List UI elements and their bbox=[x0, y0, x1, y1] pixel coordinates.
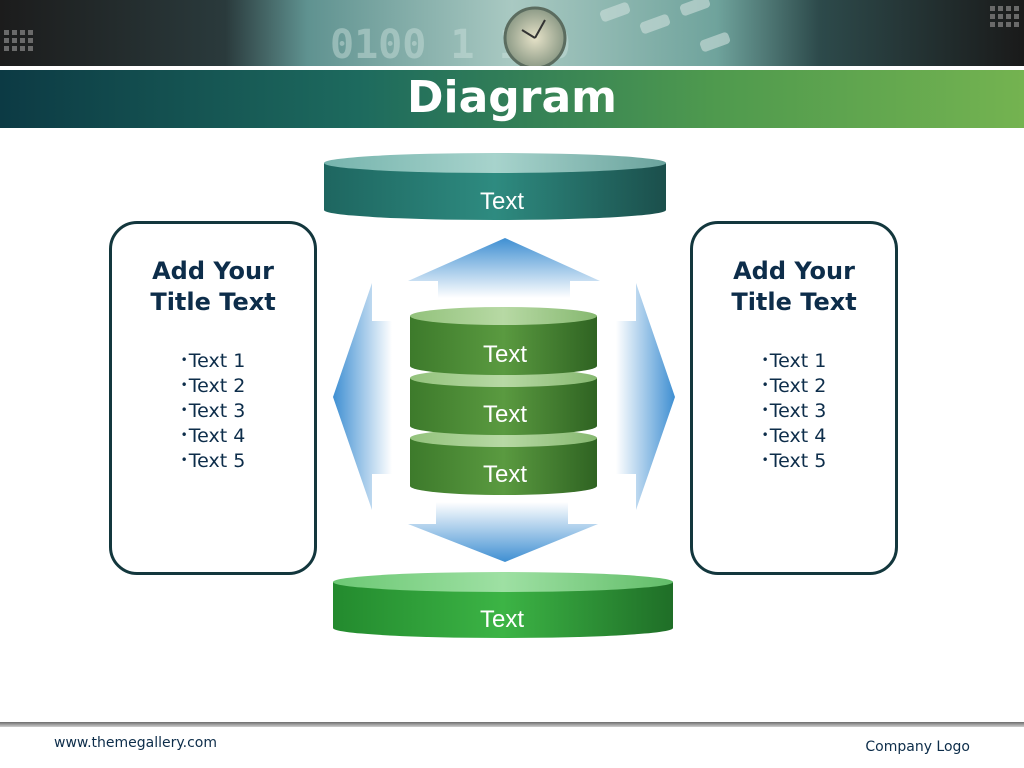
list-item: Text 3 bbox=[693, 398, 895, 423]
bottom-disk-label: Text bbox=[480, 606, 524, 633]
calculator-keys-icon bbox=[599, 0, 731, 52]
right-panel-list: Text 1 Text 2 Text 3 Text 4 Text 5 bbox=[693, 348, 895, 473]
list-item: Text 1 bbox=[112, 348, 314, 373]
slide-title: Diagram bbox=[406, 72, 618, 123]
list-item: Text 5 bbox=[112, 448, 314, 473]
stack-cylinder-1: Text bbox=[410, 307, 597, 376]
stack-label-2: Text bbox=[483, 401, 527, 428]
list-item: Text 3 bbox=[112, 398, 314, 423]
footer-company-logo: Company Logo bbox=[865, 739, 970, 755]
right-arrow bbox=[616, 283, 675, 510]
header-dots-right bbox=[990, 6, 1019, 27]
bottom-disk: Text bbox=[333, 572, 673, 638]
right-panel-title-line2: Title Text bbox=[731, 288, 857, 316]
up-arrow bbox=[408, 238, 600, 298]
stack-label-3: Text bbox=[483, 461, 527, 488]
list-item: Text 2 bbox=[693, 373, 895, 398]
list-item: Text 2 bbox=[112, 373, 314, 398]
top-disk-label: Text bbox=[480, 188, 524, 215]
left-panel-title: Add Your Title Text bbox=[112, 256, 314, 318]
stopwatch-icon bbox=[503, 6, 567, 66]
left-panel-title-line2: Title Text bbox=[150, 288, 276, 316]
right-panel-title-line1: Add Your bbox=[733, 257, 855, 285]
left-text-panel: Add Your Title Text Text 1 Text 2 Text 3… bbox=[109, 221, 317, 575]
down-arrow bbox=[408, 502, 598, 562]
right-panel-title: Add Your Title Text bbox=[693, 256, 895, 318]
left-panel-list: Text 1 Text 2 Text 3 Text 4 Text 5 bbox=[112, 348, 314, 473]
footer-divider bbox=[0, 722, 1024, 727]
title-bar bbox=[0, 70, 1024, 128]
header-dots-left bbox=[4, 30, 33, 51]
list-item: Text 5 bbox=[693, 448, 895, 473]
top-disk: Text bbox=[324, 153, 666, 220]
stack-cylinder-3: Text bbox=[410, 429, 597, 496]
list-item: Text 4 bbox=[693, 423, 895, 448]
stack-cylinder-2: Text bbox=[410, 369, 597, 436]
footer-url: www.themegallery.com bbox=[54, 735, 217, 751]
left-panel-title-line1: Add Your bbox=[152, 257, 274, 285]
list-item: Text 1 bbox=[693, 348, 895, 373]
central-diagram: Text Text Text Text Text bbox=[324, 153, 675, 638]
left-arrow bbox=[333, 283, 392, 510]
stack-label-1: Text bbox=[483, 341, 527, 368]
header-banner: 0100 1 110 bbox=[0, 0, 1024, 66]
list-item: Text 4 bbox=[112, 423, 314, 448]
right-text-panel: Add Your Title Text Text 1 Text 2 Text 3… bbox=[690, 221, 898, 575]
